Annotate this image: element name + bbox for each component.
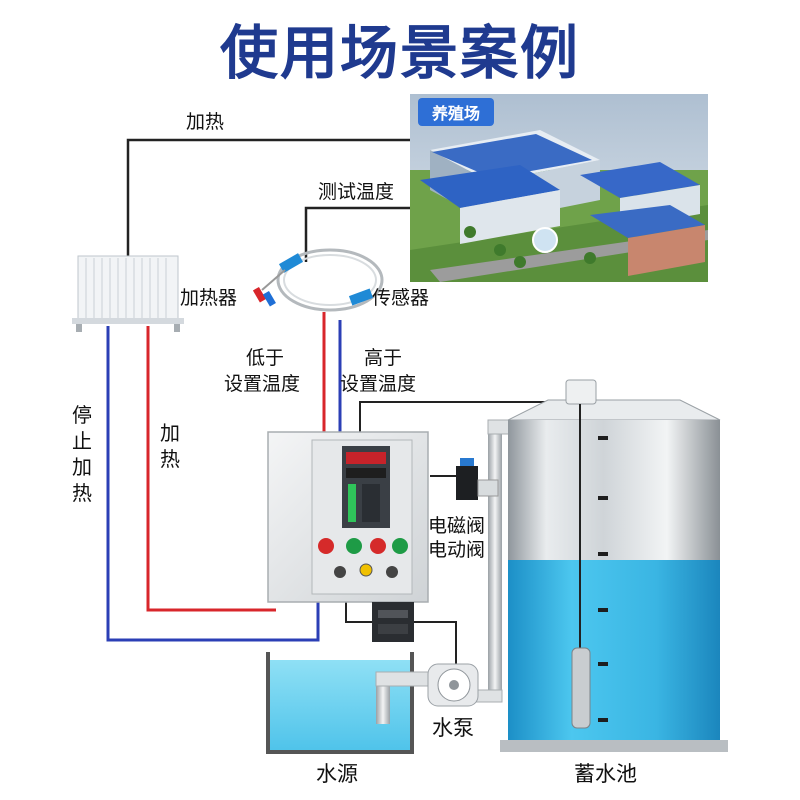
- cold-wire-radiator: [106, 326, 320, 642]
- label-pump: 水泵: [432, 716, 474, 740]
- page-title: 使用场景案例: [219, 19, 580, 87]
- farm-photo: [410, 94, 708, 282]
- label-stop-heating: 停 止 加 热: [72, 403, 92, 505]
- label-above-line2: 设置温度: [340, 373, 417, 395]
- label-below-line1: 低于: [246, 347, 285, 369]
- water-source-pool: [266, 652, 414, 754]
- test-temp-wire: [304, 206, 410, 262]
- storage-tank: [500, 379, 728, 752]
- label-heating-vertical: 加 热: [160, 421, 180, 471]
- label-reservoir: 蓄水池: [574, 762, 637, 786]
- label-heating-top: 加热: [186, 111, 225, 133]
- label-below-line2: 设置温度: [224, 373, 301, 395]
- label-valve-line1: 电磁阀: [428, 515, 486, 537]
- solenoid-valve: [456, 458, 499, 500]
- farm-photo-tag: 养殖场: [418, 98, 495, 126]
- control-box: [267, 431, 429, 603]
- label-valve-line2: 电动阀: [428, 539, 486, 561]
- hot-wire-radiator: [146, 326, 276, 612]
- heating-signal-wire: [126, 138, 410, 258]
- water-pump: [427, 663, 479, 707]
- label-test-temp: 测试温度: [318, 181, 395, 203]
- radiator: [72, 255, 184, 332]
- label-sensor: 传感器: [372, 287, 430, 309]
- sensor-probe: [252, 248, 384, 312]
- contactor: [372, 602, 414, 642]
- label-above-line1: 高于: [364, 347, 403, 369]
- contactor-wire: [345, 600, 372, 623]
- label-heater: 加热器: [180, 287, 238, 309]
- label-water-source: 水源: [316, 762, 358, 786]
- pump-wire: [414, 621, 457, 668]
